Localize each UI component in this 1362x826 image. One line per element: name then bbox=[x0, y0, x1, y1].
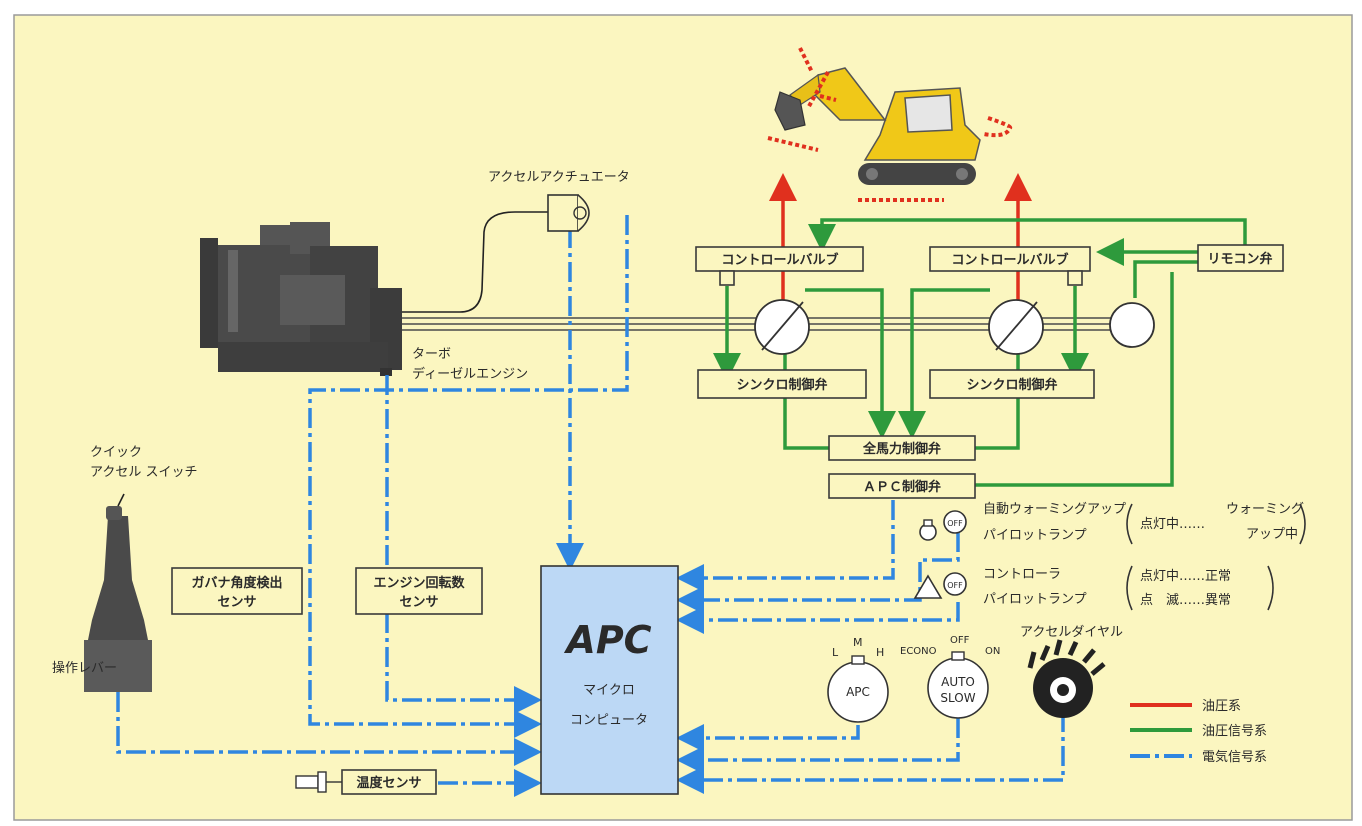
apc-valve-box bbox=[828, 473, 976, 499]
warmup-state-a: 点灯中…… bbox=[1140, 517, 1205, 532]
controller-lamp-icon: OFF bbox=[913, 572, 967, 599]
rpm-sensor-label-2: センサ bbox=[399, 595, 438, 610]
legend-label-electric: 電気信号系 bbox=[1202, 749, 1267, 765]
governor-sensor-label-2: センサ bbox=[217, 595, 256, 610]
apc-unit-box bbox=[540, 565, 679, 795]
auto-slow-pos-off: OFF bbox=[950, 635, 970, 646]
accel-actuator-label: アクセルアクチュエータ bbox=[488, 170, 630, 185]
remote-valve-label: リモコン弁 bbox=[1207, 251, 1272, 267]
control-valve-left-box bbox=[695, 246, 864, 272]
pump-left bbox=[754, 299, 810, 355]
apc-unit-line1: マイクロ bbox=[583, 683, 635, 698]
accel-dial-label: アクセルダイヤル bbox=[1020, 625, 1123, 640]
svg-text:OFF: OFF bbox=[947, 581, 963, 590]
apc-mode-switch: L M H APC bbox=[827, 636, 889, 723]
rpm-sensor-box bbox=[355, 567, 483, 615]
apc-switch-label: APC bbox=[846, 685, 870, 699]
auto-slow-label-1: AUTO bbox=[941, 675, 975, 689]
accel-dial-icon bbox=[1027, 639, 1106, 718]
apc-unit-title: APC bbox=[563, 618, 651, 662]
quick-accel-label-2: アクセル スイッチ bbox=[90, 465, 197, 480]
controller-state-2: 点 滅……異常 bbox=[1140, 593, 1231, 608]
svg-text:OFF: OFF bbox=[947, 519, 963, 528]
legend-label-hydraulic-signal: 油圧信号系 bbox=[1202, 724, 1267, 739]
auto-slow-pos-econo: ECONO bbox=[900, 646, 937, 657]
auto-slow-switch: ECONO OFF ON AUTO SLOW bbox=[900, 635, 1000, 719]
excavator-illustration bbox=[774, 67, 981, 185]
warmup-paren-open bbox=[1126, 503, 1133, 545]
warmup-paren-close bbox=[1299, 503, 1306, 545]
temp-sensor-probe-icon bbox=[295, 771, 342, 793]
legend-label-hydraulic: 油圧系 bbox=[1202, 699, 1241, 714]
apc-switch-pos-h: H bbox=[876, 646, 884, 659]
controller-paren-close bbox=[1267, 565, 1274, 611]
remote-valve-box bbox=[1197, 244, 1284, 272]
auto-slow-pos-on: ON bbox=[985, 646, 1000, 657]
valve-stub-right bbox=[1067, 270, 1083, 286]
quick-accel-label-1: クイック bbox=[90, 445, 142, 460]
synchro-left-box bbox=[697, 369, 867, 399]
auto-warmup-label-2: パイロットランプ bbox=[983, 528, 1087, 543]
controller-state-1: 点灯中……正常 bbox=[1140, 569, 1231, 584]
warmup-state-b2: アップ中 bbox=[1246, 527, 1298, 542]
valve-stub-left bbox=[719, 270, 735, 286]
turbo-engine-label-2: ディーゼルエンジン bbox=[412, 366, 528, 382]
control-valve-right-box bbox=[929, 246, 1091, 272]
pump-right bbox=[988, 299, 1044, 355]
rpm-sensor-label-1: エンジン回転数 bbox=[373, 575, 465, 591]
auto-warmup-label-1: 自動ウォーミングアップ bbox=[983, 502, 1126, 517]
full-hp-label: 全馬力制御弁 bbox=[862, 441, 941, 457]
governor-sensor-box bbox=[171, 567, 303, 615]
full-hp-box bbox=[828, 435, 976, 461]
engine-illustration bbox=[200, 222, 402, 376]
governor-sensor-label-1: ガバナ角度検出 bbox=[191, 575, 282, 591]
synchro-right-label: シンクロ制御弁 bbox=[966, 377, 1057, 393]
controller-paren-open bbox=[1126, 565, 1133, 611]
apc-switch-pos-l: L bbox=[832, 646, 839, 659]
control-valve-left-label: コントロールバルブ bbox=[721, 252, 838, 268]
warmup-state-b1: ウォーミング bbox=[1226, 502, 1304, 517]
controller-label-2: パイロットランプ bbox=[983, 592, 1087, 607]
pump-pilot bbox=[1109, 302, 1155, 348]
apc-switch-pos-m: M bbox=[853, 636, 863, 649]
legend: 油圧系 油圧信号系 電気信号系 bbox=[1130, 699, 1267, 765]
diagram-background bbox=[13, 14, 1353, 821]
operation-lever-illustration bbox=[84, 506, 152, 692]
synchro-right-box bbox=[929, 369, 1095, 399]
apc-valve-label: ＡＰＣ制御弁 bbox=[863, 479, 941, 495]
warmup-lamp-icon: OFF bbox=[919, 510, 967, 541]
synchro-left-label: シンクロ制御弁 bbox=[736, 377, 827, 393]
turbo-engine-label-1: ターボ bbox=[412, 347, 451, 362]
operation-lever-label: 操作レバー bbox=[52, 660, 117, 676]
temp-sensor-box bbox=[341, 769, 437, 795]
quick-accel-pointer bbox=[117, 493, 125, 507]
controller-label-1: コントローラ bbox=[983, 567, 1061, 582]
apc-unit-line2: コンピュータ bbox=[570, 713, 648, 728]
control-valve-right-label: コントロールバルブ bbox=[951, 252, 1068, 268]
accel-actuator bbox=[547, 194, 590, 232]
temp-sensor-label: 温度センサ bbox=[356, 775, 421, 791]
excavator-motion-arrows bbox=[767, 47, 1013, 202]
auto-slow-label-2: SLOW bbox=[940, 691, 975, 705]
